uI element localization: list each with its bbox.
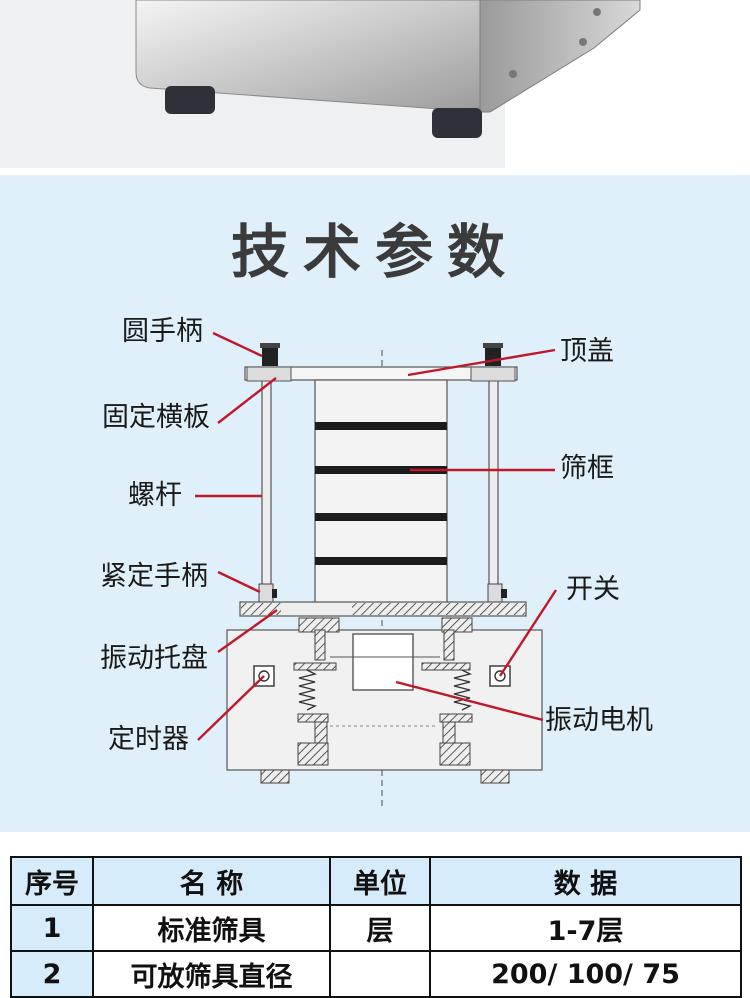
row-index: 2 bbox=[10, 950, 94, 998]
row-unit bbox=[329, 950, 431, 998]
spec-table: 序号 名 称 单位 数 据 1 标准筛具 层 1-7层 2 可放筛具直径 200… bbox=[10, 856, 742, 998]
label-screw-rod: 螺杆 bbox=[128, 480, 182, 511]
foot-right bbox=[480, 769, 510, 784]
table-row: 2 可放筛具直径 200/ 100/ 75 bbox=[10, 950, 742, 998]
leader-lines bbox=[195, 331, 558, 741]
foot-left bbox=[260, 769, 290, 784]
label-vibration-tray: 振动托盘 bbox=[100, 643, 208, 674]
label-timer: 定时器 bbox=[108, 724, 189, 755]
screw-rod-right bbox=[488, 377, 499, 601]
spring-left bbox=[298, 669, 318, 711]
round-handle-left bbox=[262, 346, 278, 366]
header-unit: 单位 bbox=[329, 856, 431, 906]
sieve-machine-diagram bbox=[195, 331, 558, 808]
header-index: 序号 bbox=[10, 856, 94, 906]
header-name: 名 称 bbox=[92, 856, 331, 906]
label-tighten-handle: 紧定手柄 bbox=[100, 561, 208, 592]
row-index: 1 bbox=[10, 904, 94, 952]
product-photo bbox=[0, 0, 750, 168]
sieve-ring-3 bbox=[315, 513, 447, 521]
label-fixed-crossplate: 固定横板 bbox=[102, 402, 210, 433]
section-title: 技术参数 bbox=[230, 218, 519, 286]
row-name: 标准筛具 bbox=[92, 904, 331, 952]
spring-right bbox=[453, 669, 473, 711]
label-round-handle: 圆手柄 bbox=[122, 316, 203, 347]
label-sieve-frame: 筛框 bbox=[560, 453, 614, 484]
label-switch: 开关 bbox=[566, 574, 620, 605]
table-row: 1 标准筛具 层 1-7层 bbox=[10, 904, 742, 952]
row-unit: 层 bbox=[329, 904, 431, 952]
sieve-ring-4 bbox=[315, 557, 447, 565]
sieve-stack bbox=[314, 379, 448, 604]
tighten-handle-right bbox=[487, 583, 503, 603]
row-value: 200/ 100/ 75 bbox=[429, 950, 742, 998]
table-header-row: 序号 名 称 单位 数 据 bbox=[10, 856, 742, 906]
round-handle-right bbox=[485, 346, 501, 366]
header-value: 数 据 bbox=[429, 856, 742, 906]
row-value: 1-7层 bbox=[429, 904, 742, 952]
screw-rod-left bbox=[261, 377, 272, 601]
label-vibration-motor: 振动电机 bbox=[545, 705, 653, 736]
row-name: 可放筛具直径 bbox=[92, 950, 331, 998]
sieve-ring-2 bbox=[315, 466, 447, 474]
tighten-handle-left bbox=[258, 583, 274, 603]
label-top-cover: 顶盖 bbox=[560, 336, 614, 367]
vibration-motor-box bbox=[352, 633, 414, 691]
sieve-ring-1 bbox=[315, 422, 447, 430]
